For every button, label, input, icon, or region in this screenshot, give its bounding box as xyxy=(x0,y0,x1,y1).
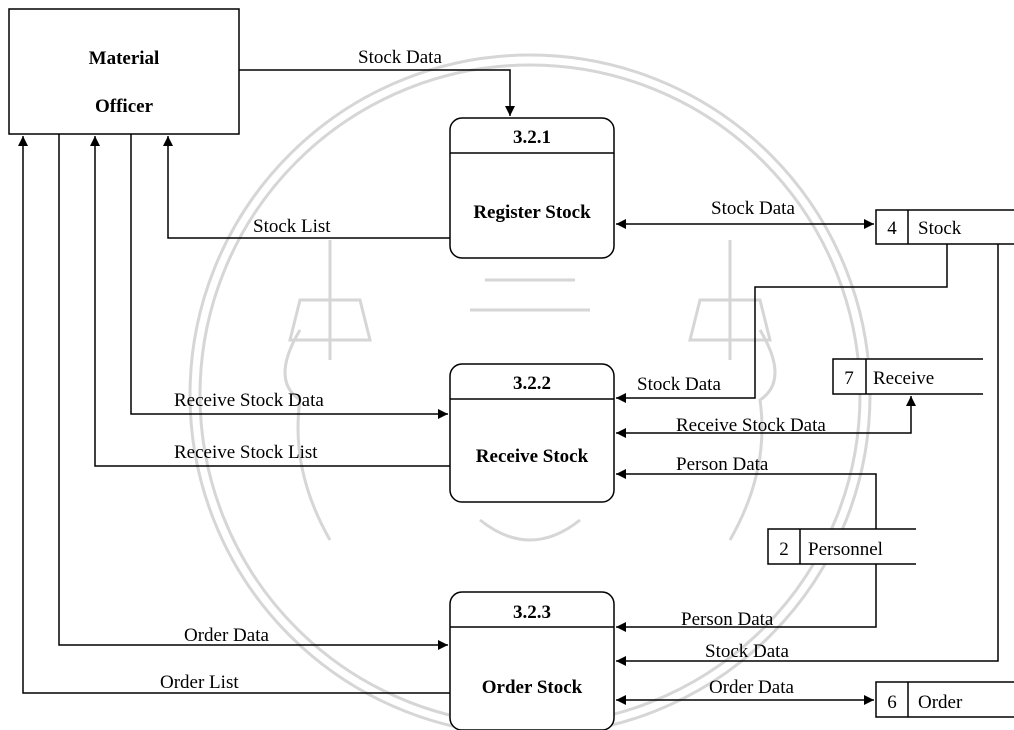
entity-name-line2: Officer xyxy=(95,96,154,117)
process-3-2-1: 3.2.1 Register Stock xyxy=(450,118,614,258)
flow-label: Receive Stock Data xyxy=(174,390,324,411)
flow-label: Stock Data xyxy=(358,47,442,68)
process-id: 3.2.1 xyxy=(513,127,551,148)
flow-label: Order Data xyxy=(184,625,269,646)
store-number: 2 xyxy=(779,539,789,560)
flow-label: Person Data xyxy=(681,609,774,630)
process-name: Order Stock xyxy=(482,677,583,698)
store-name: Stock xyxy=(918,218,962,239)
flow-label: Stock Data xyxy=(705,641,789,662)
store-number: 6 xyxy=(887,692,897,713)
data-store-stock: 4 Stock xyxy=(876,210,1014,244)
store-number: 4 xyxy=(887,218,897,239)
flow-label: Stock Data xyxy=(711,198,795,219)
flow-personnel-to-receive xyxy=(616,474,876,529)
flow-label: Stock List xyxy=(253,216,331,237)
process-3-2-3: 3.2.3 Order Stock xyxy=(450,592,614,730)
process-name: Register Stock xyxy=(473,202,591,223)
process-id: 3.2.2 xyxy=(513,373,551,394)
flow-label: Stock Data xyxy=(637,374,721,395)
data-store-personnel: 2 Personnel xyxy=(768,529,916,564)
flow-label: Receive Stock Data xyxy=(676,415,826,436)
flow-officer-to-receive xyxy=(131,134,448,414)
flow-stock-to-order xyxy=(616,244,998,661)
store-name: Receive xyxy=(873,368,934,389)
entity-name-line1: Material xyxy=(89,48,160,69)
flow-label: Order Data xyxy=(709,677,794,698)
process-3-2-2: 3.2.2 Receive Stock xyxy=(450,364,614,502)
flow-receive-to-officer xyxy=(95,136,450,466)
store-name: Order xyxy=(918,692,963,713)
store-name: Personnel xyxy=(808,539,883,560)
data-store-order: 6 Order xyxy=(876,682,1014,717)
data-store-receive: 7 Receive xyxy=(833,359,983,394)
flow-label: Person Data xyxy=(676,454,769,475)
process-name: Receive Stock xyxy=(476,446,589,467)
process-id: 3.2.3 xyxy=(513,602,551,623)
store-number: 7 xyxy=(844,368,854,389)
flow-label: Order List xyxy=(160,672,239,693)
flow-label: Receive Stock List xyxy=(174,442,318,463)
